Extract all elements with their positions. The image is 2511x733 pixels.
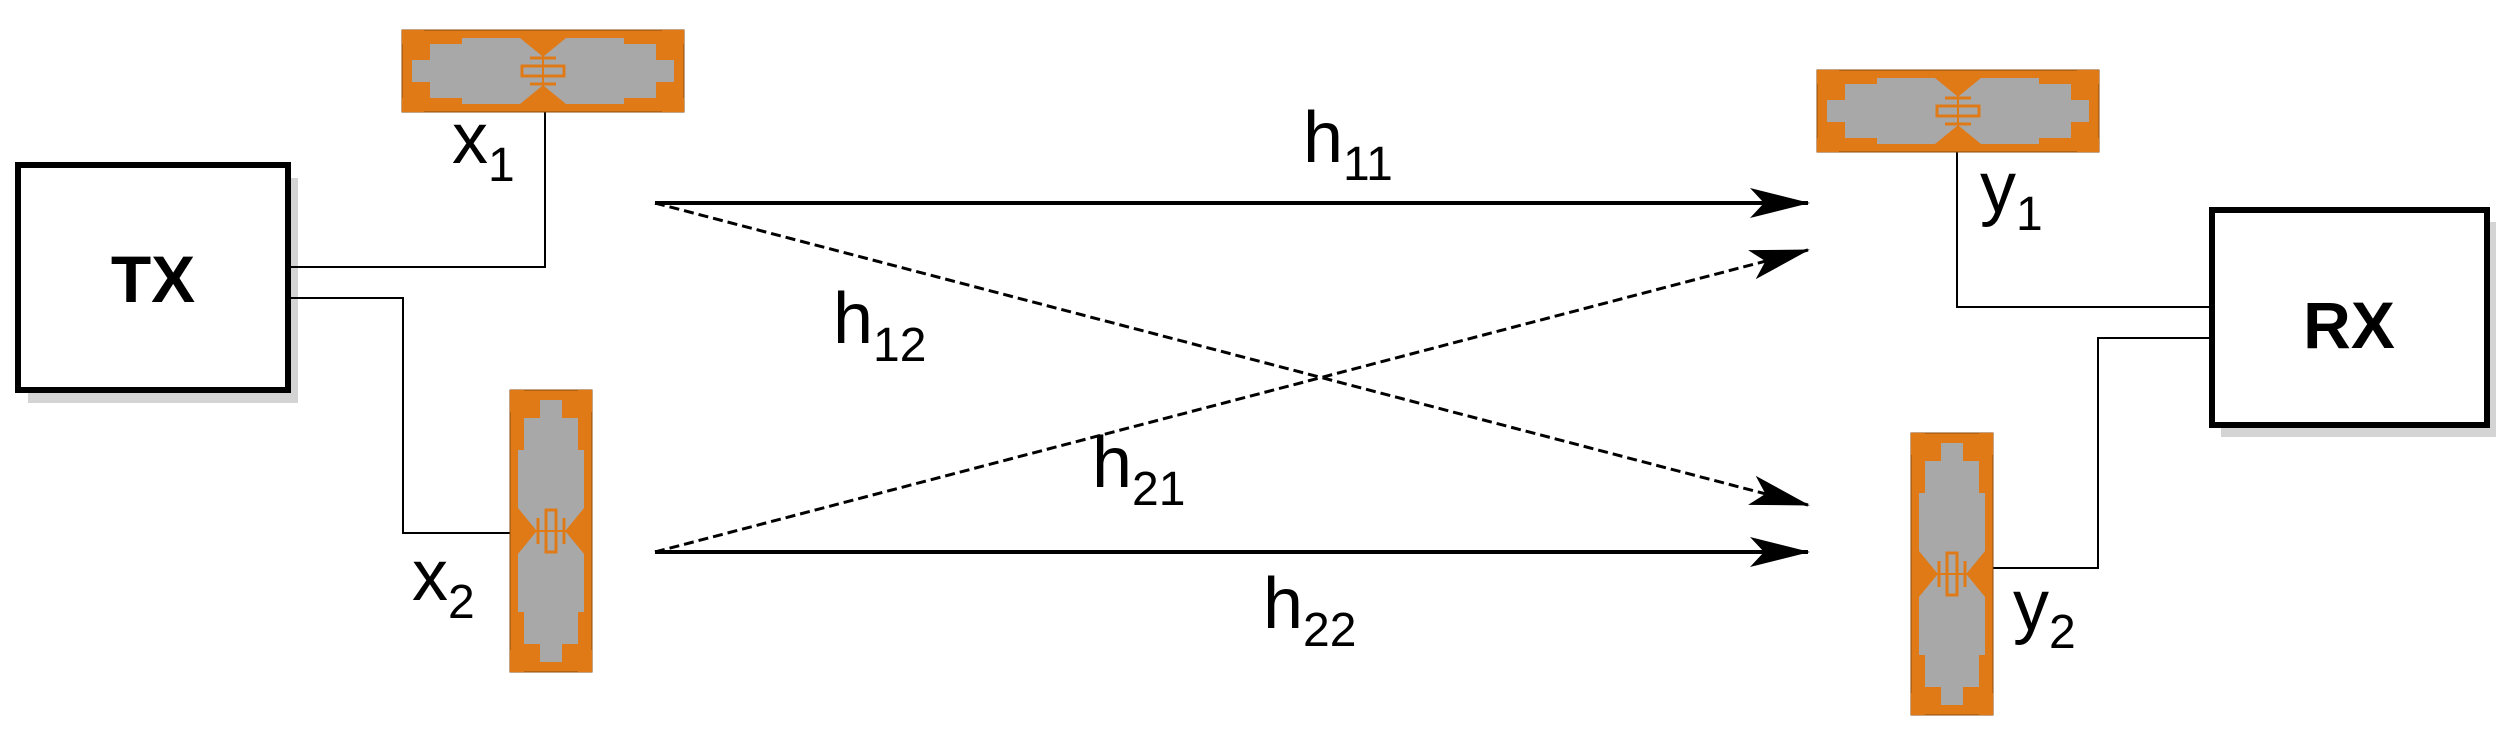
channel-label-h11: h11 [1303,98,1393,191]
channel-label-h12: h12 [833,279,926,372]
input-label-x1: x1 [452,99,515,192]
rx-label: RX [2303,288,2395,362]
rx-feed-line-2 [1990,337,2212,569]
tx-box [15,162,291,393]
rx-feed-line-1 [1956,152,2212,308]
input-label-x2: x2 [412,536,475,629]
tx-feed-line-2 [288,297,515,534]
rx-antenna-2 [1909,431,1995,717]
tx-feed-line-1 [288,110,546,268]
tx-label: TX [111,242,195,316]
channel-h12-arrow [654,201,1810,507]
channel-label-h21: h21 [1092,423,1185,516]
rx-antenna-1 [1815,68,2101,154]
output-label-y1: y1 [1980,148,2043,241]
channel-h21-arrow [654,248,1810,554]
tx-antenna-1 [400,28,686,114]
output-label-y2: y2 [2013,566,2076,659]
rx-box [2209,207,2490,428]
channel-label-h22: h22 [1263,564,1356,657]
tx-antenna-2 [508,388,594,674]
